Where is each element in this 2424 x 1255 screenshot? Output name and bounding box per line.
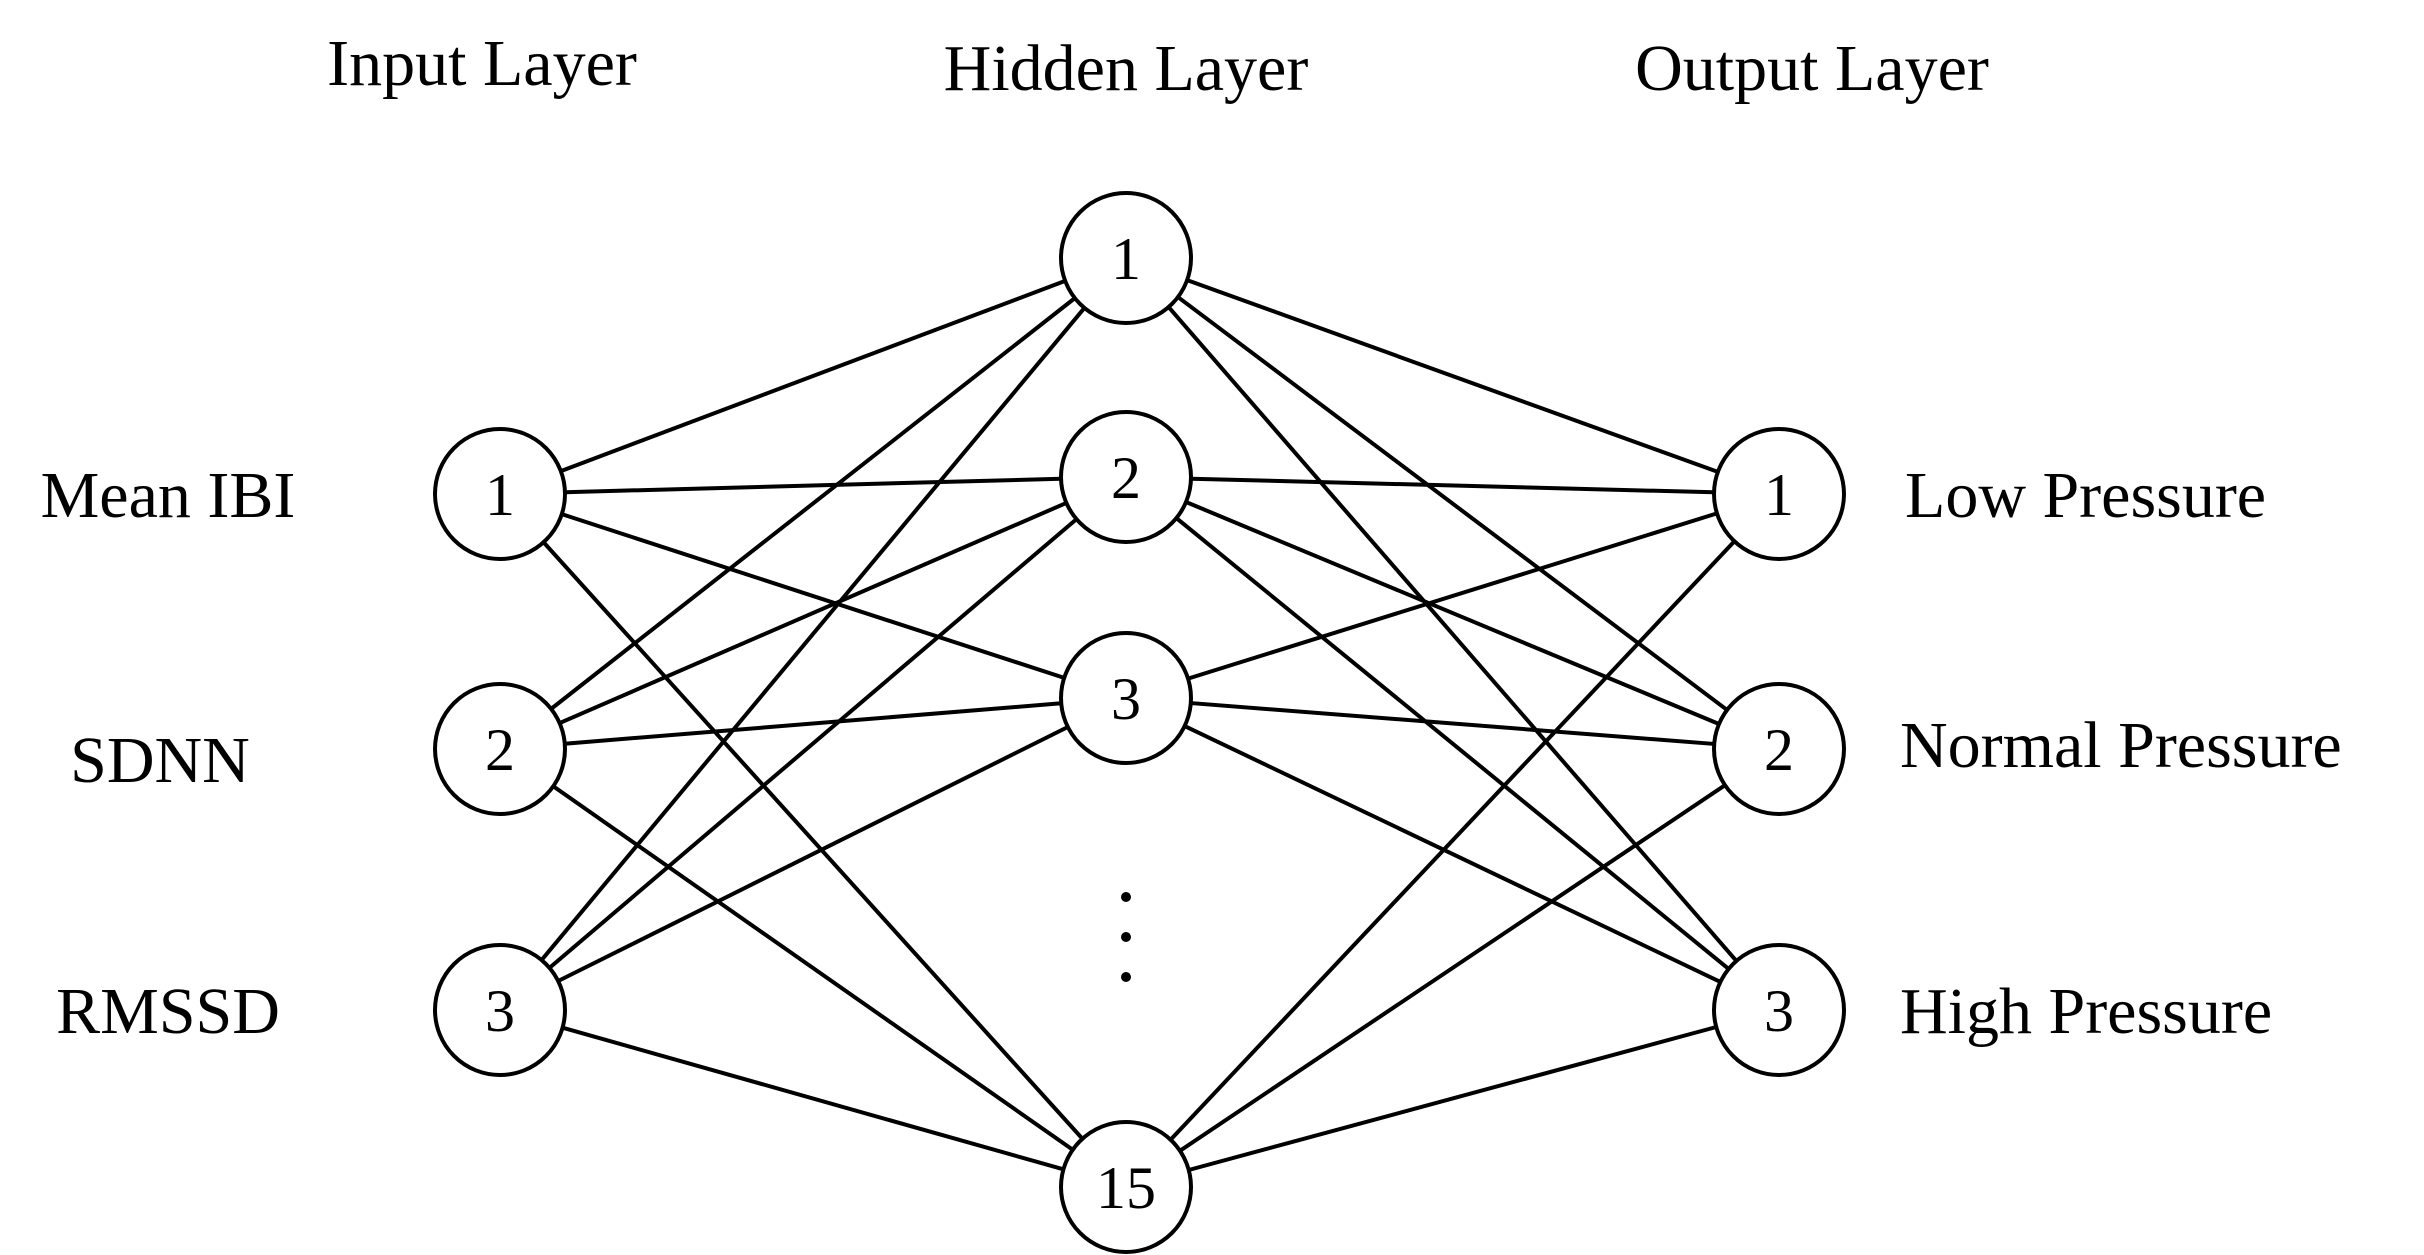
output-node-3-label: 3 [1764, 978, 1794, 1044]
edge-input-1-hidden-3 [561, 512, 1065, 680]
hidden-node-3: 3 [1059, 631, 1193, 765]
hidden-node-1: 1 [1059, 191, 1193, 325]
input-label-sdnn: SDNN [70, 724, 250, 797]
edge-hidden-3-output-2 [1190, 701, 1715, 746]
input-node-2-label: 2 [485, 717, 515, 783]
edge-input-2-hidden-15 [552, 784, 1074, 1152]
edge-hidden-15-output-1 [1169, 539, 1736, 1142]
hidden-node-2: 2 [1059, 410, 1193, 544]
edge-hidden-3-output-1 [1187, 511, 1718, 681]
hidden-node-15: 15 [1059, 1120, 1193, 1254]
edge-hidden-2-output-2 [1185, 500, 1720, 726]
input-node-2: 2 [433, 682, 567, 816]
input-node-1: 1 [433, 427, 567, 561]
edge-hidden-15-output-3 [1188, 1025, 1717, 1172]
output-label-low-pressure: Low Pressure [1905, 459, 2266, 532]
edge-input-3-hidden-1 [540, 306, 1086, 962]
edge-input-1-hidden-2 [564, 476, 1062, 495]
hidden-node-15-label: 15 [1096, 1155, 1156, 1221]
output-node-1: 1 [1712, 427, 1846, 561]
output-label-high-pressure: High Pressure [1900, 975, 2272, 1048]
edge-input-2-hidden-3 [564, 701, 1062, 746]
output-node-1-label: 1 [1764, 462, 1794, 528]
output-node-2: 2 [1712, 682, 1846, 816]
output-label-normal-pressure: Normal Pressure [1900, 709, 2342, 782]
hidden-node-1-label: 1 [1111, 226, 1141, 292]
output-node-2-label: 2 [1764, 717, 1794, 783]
edge-hidden-2-output-3 [1175, 516, 1730, 971]
edge-hidden-15-output-2 [1178, 783, 1727, 1153]
edge-input-2-hidden-2 [558, 501, 1068, 725]
edge-hidden-1-output-3 [1167, 305, 1738, 963]
output-layer-title: Output Layer [1635, 32, 1989, 105]
input-node-3-label: 3 [485, 978, 515, 1044]
hidden-node-3-label: 3 [1111, 666, 1141, 732]
edge-input-1-hidden-15 [542, 540, 1084, 1141]
input-label-mean-ibi: Mean IBI [41, 459, 296, 532]
input-node-3: 3 [433, 943, 567, 1077]
hidden-node-2-label: 2 [1111, 445, 1141, 511]
edge-input-3-hidden-2 [548, 517, 1078, 970]
output-node-3: 3 [1712, 943, 1846, 1077]
input-label-rmssd: RMSSD [56, 975, 280, 1048]
edge-hidden-2-output-1 [1190, 476, 1715, 495]
hidden-ellipsis [1121, 892, 1131, 982]
edge-input-1-hidden-1 [560, 279, 1066, 473]
edge-input-2-hidden-1 [549, 296, 1077, 711]
edge-hidden-3-output-3 [1183, 724, 1722, 984]
edge-hidden-1-output-1 [1186, 278, 1719, 474]
input-layer-title: Input Layer [327, 27, 637, 100]
edge-input-3-hidden-3 [557, 725, 1069, 983]
connection-edges [540, 278, 1738, 1172]
edge-input-3-hidden-15 [562, 1025, 1064, 1172]
input-node-1-label: 1 [485, 462, 515, 528]
hidden-layer-title: Hidden Layer [944, 32, 1309, 105]
edge-hidden-1-output-2 [1176, 295, 1729, 712]
